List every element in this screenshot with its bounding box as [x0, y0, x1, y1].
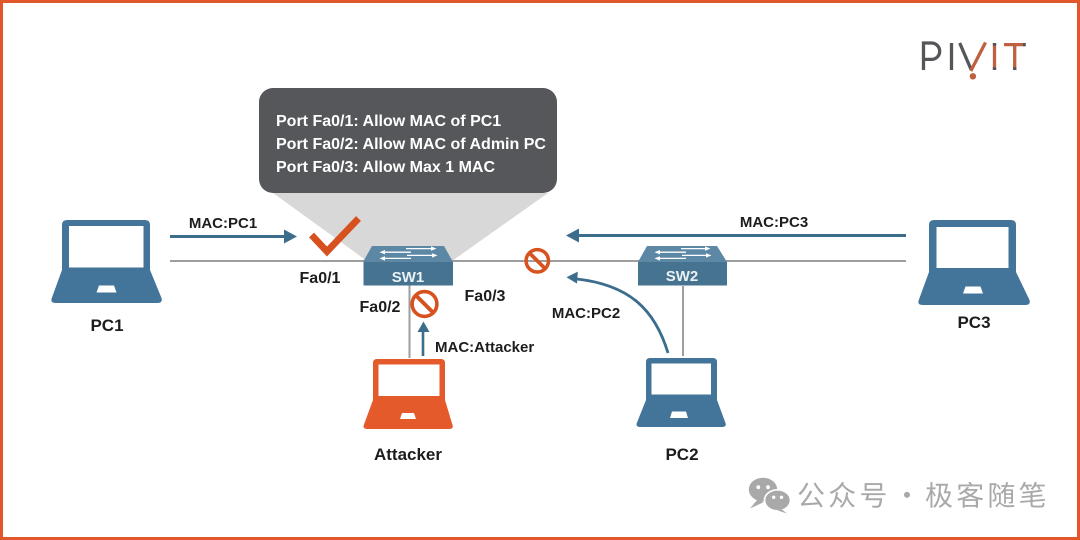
svg-text:MAC:PC3: MAC:PC3: [740, 214, 808, 231]
svg-text:Port Fa0/3: Allow Max 1 MAC: Port Fa0/3: Allow Max 1 MAC: [276, 159, 495, 176]
svg-text:Port Fa0/2: Allow MAC of Admin: Port Fa0/2: Allow MAC of Admin PC: [276, 136, 546, 153]
svg-text:SW1: SW1: [392, 269, 425, 286]
svg-text:PC2: PC2: [665, 445, 698, 464]
svg-text:PC3: PC3: [957, 313, 990, 332]
svg-text:SW2: SW2: [666, 268, 699, 285]
svg-text:Attacker: Attacker: [374, 445, 442, 464]
svg-text:PC1: PC1: [90, 316, 123, 335]
svg-text:Fa0/3: Fa0/3: [465, 288, 506, 305]
svg-text:Port Fa0/1: Allow MAC of PC1: Port Fa0/1: Allow MAC of PC1: [276, 113, 501, 130]
svg-text:Fa0/1: Fa0/1: [300, 270, 341, 287]
svg-text:MAC:Attacker: MAC:Attacker: [435, 339, 534, 356]
svg-text:Fa0/2: Fa0/2: [360, 299, 401, 316]
svg-text:MAC:PC2: MAC:PC2: [552, 305, 620, 322]
svg-text:MAC:PC1: MAC:PC1: [189, 215, 257, 232]
